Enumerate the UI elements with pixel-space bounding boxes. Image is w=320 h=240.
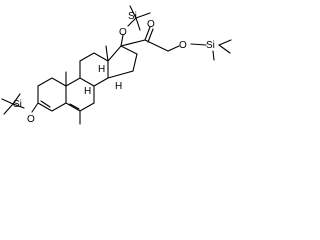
silicon-label-c17: Si [128,11,137,22]
oxygen-label-carbonyl: O [147,19,155,30]
silicon-label-c3: Si [13,99,22,110]
atom-labels: Si O O O Si H H H O Si [13,11,215,125]
hydrogen-label-c9: H [84,86,91,97]
oxygen-label-c17: O [119,27,127,38]
hydrogen-label-c8: H [98,64,105,75]
oxygen-label-c21: O [179,40,187,51]
hydrogen-label-c14: H [115,81,122,92]
bond-skeleton [1,5,232,125]
chemical-structure: Si O O O Si H H H O Si [1,5,232,125]
silicon-label-c21: Si [206,40,215,51]
oxygen-label-c3: O [27,114,35,125]
